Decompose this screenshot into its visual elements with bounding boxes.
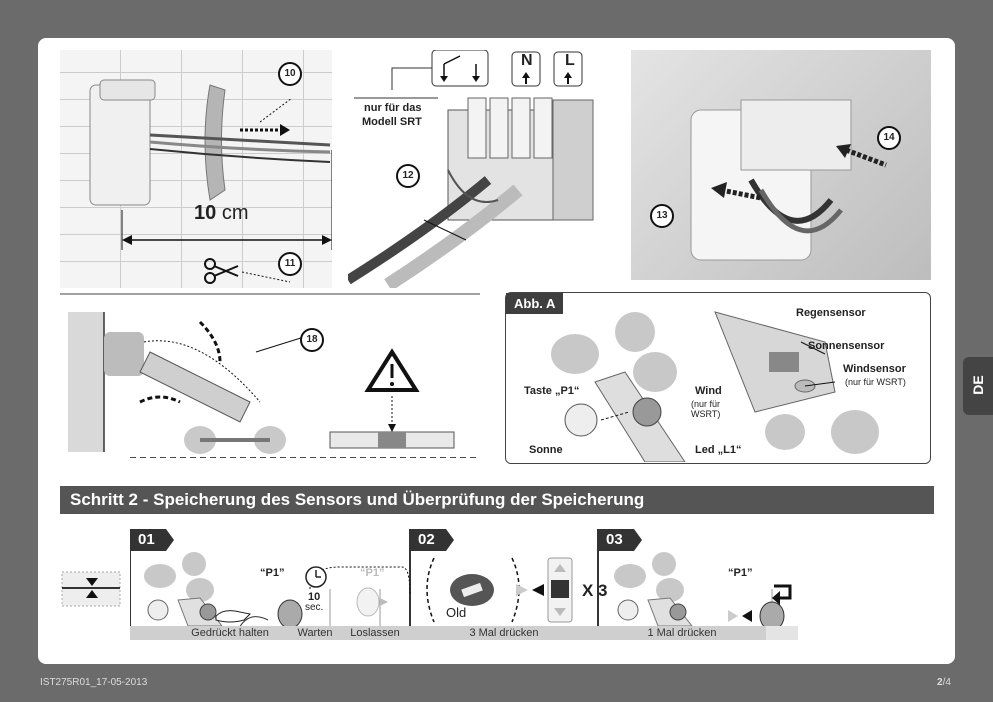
callout-14: 14: [877, 126, 901, 150]
mount-level-illustration: [60, 293, 480, 458]
language-tab-label: DE: [970, 375, 986, 395]
step-caption-end: [766, 626, 798, 640]
step-01-tab: 01: [130, 529, 166, 551]
warning-icon: [364, 348, 420, 392]
label-sonne: Sonne: [529, 444, 563, 456]
callout-11: 11: [278, 252, 302, 276]
caption-release: Loslassen: [350, 627, 400, 639]
scissors-icon: [204, 258, 239, 284]
label-wind: Wind: [695, 385, 722, 397]
callout-12: 12: [396, 164, 420, 188]
label-wind-sub2: WSRT): [691, 409, 721, 419]
p1-label-release: “P1”: [360, 567, 385, 579]
manual-page: 10 11 10 cm nur für das Mode: [38, 38, 955, 664]
clock-icon: [305, 566, 327, 588]
old-remote-label: Old: [446, 605, 467, 620]
label-sonnensensor: Sonnensensor: [808, 340, 885, 352]
step2-banner: Schritt 2 - Speicherung des Sensors und …: [60, 486, 934, 514]
terminal-block-illustration: [348, 50, 594, 288]
press-three-times-label: X 3: [582, 581, 608, 600]
callout-13: 13: [650, 204, 674, 228]
wait-seconds-unit: sec.: [305, 602, 324, 613]
p1-label-step01: “P1”: [260, 567, 285, 579]
page-number: 2/4: [937, 677, 951, 688]
caption-press-1x: 1 Mal drücken: [647, 627, 717, 639]
wait-seconds-value: 10: [308, 591, 321, 603]
srt-note-line1: nur für das: [364, 102, 422, 114]
p1-label-step03: “P1”: [728, 567, 753, 579]
terminal-l-label: L: [565, 52, 575, 69]
step-caption-bar: [130, 626, 798, 640]
page-current: 2: [937, 677, 943, 688]
page-total: /4: [942, 677, 951, 688]
step01-illustration: [144, 552, 303, 626]
return-arrow-icon: [772, 584, 792, 605]
label-windsensor: Windsensor: [843, 363, 906, 375]
label-taste-p1: Taste „P1“: [524, 385, 580, 397]
srt-note-line2: Modell SRT: [362, 116, 422, 128]
length-value: 10: [194, 202, 217, 224]
callout-10: 10: [278, 62, 302, 86]
language-tab-de[interactable]: DE: [963, 357, 993, 415]
label-wind-sub1: (nur für: [691, 399, 721, 409]
label-windsensor-sub: (nur für WSRT): [845, 377, 906, 387]
cable-length-label: 10 cm: [194, 202, 248, 225]
connection-photo-detail: [690, 99, 887, 261]
step03-illustration: [614, 552, 785, 626]
caption-wait: Warten: [297, 627, 333, 639]
document-id: IST275R01_17-05-2013: [40, 677, 148, 688]
release-button-icon: [356, 587, 388, 617]
step-03-tab: 03: [598, 529, 634, 551]
figure-a-title: Abb. A: [506, 293, 564, 314]
caption-hold: Gedrückt halten: [191, 627, 269, 639]
caption-press-3x: 3 Mal drücken: [469, 627, 539, 639]
label-regensensor: Regensensor: [796, 307, 866, 319]
length-unit: cm: [221, 202, 249, 224]
sensor-level-icon: [61, 571, 121, 607]
step02-illustration: [426, 557, 573, 623]
pressing-hand-icon: [215, 610, 252, 623]
sensor-parts-illustration: [551, 311, 879, 462]
callout-18: 18: [300, 328, 324, 352]
step-02-tab: 02: [410, 529, 446, 551]
terminal-n-label: N: [521, 52, 533, 69]
label-led-l1: Led „L1“: [695, 444, 742, 456]
cable-cut-illustration: [89, 79, 332, 284]
